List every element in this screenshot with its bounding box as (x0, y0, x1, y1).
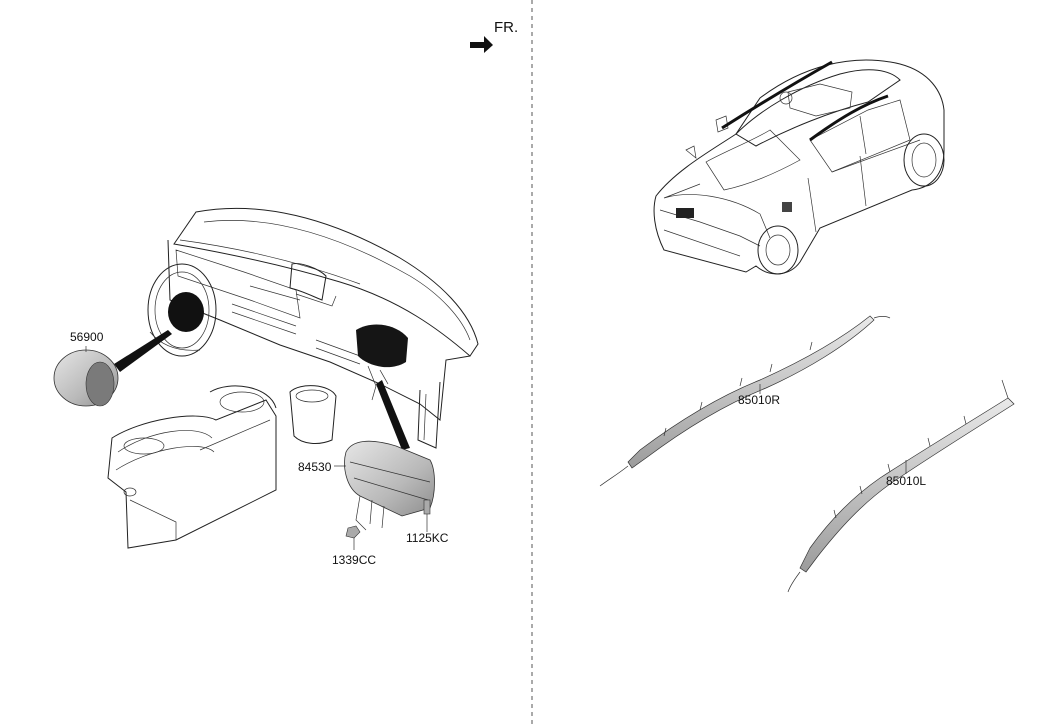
curtain-airbag-right-location (809, 94, 889, 142)
driver-callout-arrow (114, 330, 172, 372)
curtain-airbag-right-part: 85010R (599, 315, 891, 487)
passenger-airbag-location-icon (356, 324, 408, 368)
curtain-airbag-left-part: 85010L (787, 379, 1015, 593)
driver-airbag-module-icon (168, 292, 204, 332)
part-label-1125KC: 1125KC (406, 531, 449, 545)
nut-part: 1339CC (332, 525, 376, 567)
passenger-callout-arrow (376, 380, 410, 450)
front-arrow-icon (470, 36, 493, 53)
front-label: FR. (494, 19, 518, 36)
part-label-56900: 56900 (70, 330, 104, 344)
curtain-airbag-left-location (721, 60, 833, 130)
part-label-85010R: 85010R (738, 393, 780, 407)
bolt-part: 1125KC (406, 499, 449, 545)
front-emblem-icon (676, 208, 694, 218)
front-direction-indicator: FR. (470, 19, 518, 53)
vehicle-drawing (653, 59, 945, 275)
dashboard-assembly-drawing (107, 207, 479, 549)
part-label-85010L: 85010L (886, 474, 926, 488)
driver-airbag-part: 56900 (53, 330, 119, 407)
passenger-airbag-part: 84530 (298, 440, 435, 531)
side-sensor-icon (782, 202, 792, 212)
part-label-1339CC: 1339CC (332, 553, 376, 567)
part-label-84530: 84530 (298, 460, 332, 474)
